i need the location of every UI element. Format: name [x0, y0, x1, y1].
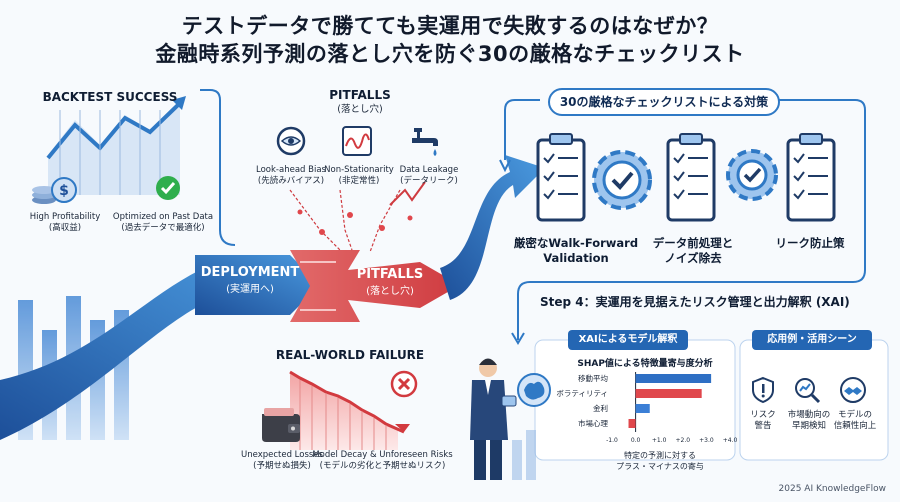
clipboard-icon [536, 133, 586, 222]
pitfalls-arrow-jp: (落とし穴) [366, 286, 414, 297]
clipboard-icon [666, 133, 716, 222]
checklist-banner: 30の厳格なチェックリストによる対策 [548, 88, 780, 116]
backtest-item1-jp: (高収益) [48, 223, 82, 233]
shap-caption-1: 特定の予測に対する [624, 451, 696, 460]
x-circle-icon [390, 370, 418, 398]
wave-chart-icon [342, 126, 372, 156]
shap-caption-2: プラス・マイナスの寄与 [616, 462, 704, 471]
backtest-heading: BACKTEST SUCCESS [42, 90, 178, 104]
checklist-item2-line1: データ前処理と [652, 236, 734, 250]
checklist-item1: 厳密なWalk-Forward Validation [512, 236, 640, 266]
app3-label: モデルの 信頼性向上 [830, 410, 880, 432]
faucet-icon [412, 128, 438, 156]
shap-tick-label: 0.0 [631, 437, 641, 444]
coins-dollar-icon: $ [32, 177, 77, 204]
pitfall-item3-en: Data Leakage [399, 165, 459, 175]
checklist-item1-line2: Validation [543, 251, 609, 265]
handshake-icon [840, 377, 866, 403]
app2-label: 市場動向の 早期検知 [786, 410, 832, 432]
gear-icon [592, 150, 652, 210]
step4-heading: Step 4：実運用を見据えたリスク管理と出力解釈 (XAI) [540, 295, 850, 309]
deployment-label: DEPLOYMENT (実運用へ) [200, 264, 300, 298]
backtest-item1-en: High Profitability [29, 212, 101, 222]
pitfall-item3-jp: (データリーク) [400, 176, 458, 186]
failure-chart [289, 370, 410, 450]
checklist-item3-line1: リーク防止策 [775, 236, 845, 250]
shap-category-label: ボラティリティ [556, 389, 608, 398]
app1-label: リスク 警告 [742, 410, 784, 432]
checklist-item3: リーク防止策 [760, 236, 860, 251]
app1-line1: リスク [750, 410, 776, 420]
magnifier-chart-icon [795, 378, 821, 404]
deployment-label-en: DEPLOYMENT [200, 265, 300, 280]
pitfalls-arrow [290, 250, 460, 322]
empty-wallet-icon [262, 408, 300, 442]
brain-icon [517, 373, 551, 407]
failure-heading: REAL-WORLD FAILURE [275, 348, 425, 362]
apps-tag: 応用例・活用シーン [752, 330, 872, 350]
shap-bar [628, 419, 636, 428]
pitfall-item2-jp: (非定常性) [338, 176, 380, 186]
analyst-figure [470, 358, 517, 480]
app2-line2: 早期検知 [791, 421, 826, 431]
pitfalls-heading-jp: (落とし穴) [337, 104, 383, 115]
gear-icon [726, 149, 778, 201]
clock-eye-icon [276, 126, 306, 156]
failure-item2-jp: (モデルの劣化と予期せぬリスク) [319, 461, 446, 471]
backtest-chart [46, 96, 186, 195]
shap-chart-title: SHAP値による特徴量寄与度分析 [577, 359, 713, 369]
deployment-label-jp: (実運用へ) [226, 284, 274, 295]
crack-lines [289, 189, 401, 253]
shap-tick-label: +4.0 [723, 437, 738, 444]
shap-bar [635, 389, 702, 398]
failure-item2-en: Model Decay & Unforeseen Risks [312, 450, 453, 460]
failure-item1-jp: (予期せぬ損失) [253, 461, 311, 471]
shap-category-label: 金利 [593, 403, 608, 413]
svg-text:$: $ [59, 183, 69, 199]
page-title-line1: テストデータで勝てても実運用で失敗するのはなぜか？ [181, 14, 719, 38]
shap-bar [635, 404, 650, 413]
checklist-icons [536, 133, 836, 222]
pitfall-item1-en: Look-ahead Bias [256, 165, 326, 175]
backtest-item2-en: Optimized on Past Data [112, 212, 214, 222]
shap-tick-label: -1.0 [606, 437, 618, 444]
backtest-item2-jp: (過去データで最適化) [121, 223, 205, 233]
pitfalls-arrow-label: PITFALLS (落とし穴) [340, 266, 440, 300]
pitfall-item1-jp: (先読みバイアス) [257, 176, 325, 186]
pitfalls-heading: PITFALLS [329, 88, 391, 102]
shap-tick-label: +3.0 [699, 437, 714, 444]
shap-bar [635, 374, 712, 383]
page-title-line2: 金融時系列予測の落とし穴を防ぐ30の厳格なチェックリスト [155, 42, 745, 66]
checklist-item2: データ前処理と ノイズ除去 [638, 236, 748, 266]
app3-line1: モデルの [837, 410, 872, 420]
checklist-arrow [440, 155, 545, 300]
pitfall-item2-en: Non-Stationarity [324, 165, 394, 175]
shield-alert-icon [752, 376, 774, 404]
footer-credit: 2025 AI KnowledgeFlow [778, 484, 886, 494]
checklist-item1-line1: 厳密なWalk-Forward [513, 236, 639, 250]
shap-category-label: 市場心理 [578, 418, 608, 428]
clipboard-icon [786, 133, 836, 222]
checkmark-circle-icon [156, 176, 180, 200]
app3-line2: 信頼性向上 [833, 421, 877, 431]
checklist-item2-line2: ノイズ除去 [664, 251, 722, 265]
shap-tick-label: +2.0 [676, 437, 691, 444]
xai-tag: XAIによるモデル解釈 [568, 330, 688, 350]
app1-line2: 警告 [754, 421, 772, 431]
pitfalls-arrow-en: PITFALLS [356, 267, 424, 282]
app2-line1: 市場動向の [787, 410, 831, 420]
failure-item1-en: Unexpected Losses [241, 450, 323, 460]
shap-tick-label: +1.0 [652, 437, 667, 444]
shap-category-label: 移動平均 [578, 373, 608, 383]
